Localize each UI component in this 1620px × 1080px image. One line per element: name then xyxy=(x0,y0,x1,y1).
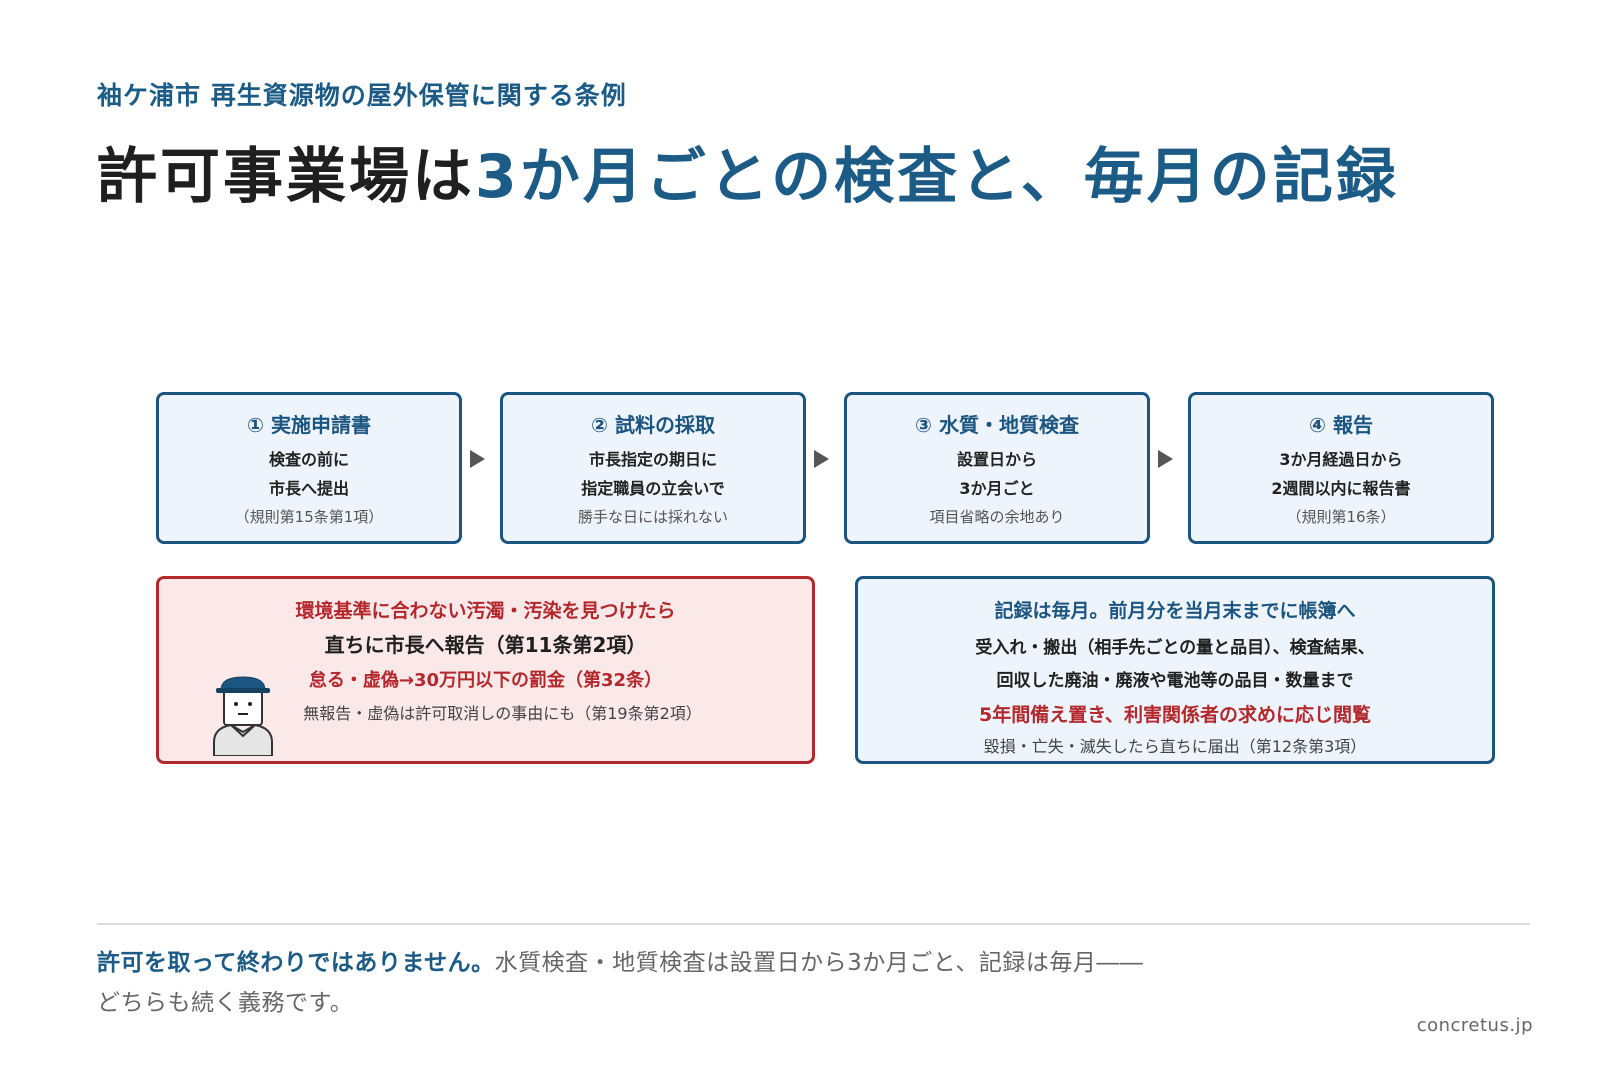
warning-action: 直ちに市長へ報告（第11条第2項） xyxy=(324,633,647,657)
step-line: 市長へ提出 xyxy=(268,479,349,498)
record-line: 回収した廃油・廃液や電池等の品目・数量まで xyxy=(996,671,1354,691)
step-line: 市長指定の期日に xyxy=(588,450,717,469)
arrow-right-icon xyxy=(1158,450,1173,468)
step-line: 3か月ごと xyxy=(959,479,1035,498)
title-accent: 3か月ごとの検査と、毎月の記録 xyxy=(475,142,1399,212)
step-line: 3か月経過日から xyxy=(1279,450,1403,469)
step-card-4: ④ 報告 3か月経過日から 2週間以内に報告書 （規則第16条） xyxy=(1188,392,1494,544)
footer-text: どちらも続く義務です。 xyxy=(97,990,354,1016)
step-card-3: ③ 水質・地質検査 設置日から 3か月ごと 項目省略の余地あり xyxy=(844,392,1150,544)
page-title: 許可事業場は3か月ごとの検査と、毎月の記録 xyxy=(97,128,1399,215)
warning-heading: 環境基準に合わない汚濁・汚染を見つけたら xyxy=(295,600,676,622)
step-note: 勝手な日には採れない xyxy=(577,508,728,526)
record-heading: 記録は毎月。前月分を当月末までに帳簿へ xyxy=(994,600,1356,622)
step-title: ① 実施申請書 xyxy=(247,413,371,437)
kicker: 袖ケ浦市 再生資源物の屋外保管に関する条例 xyxy=(97,81,627,110)
step-card-1: ① 実施申請書 検査の前に 市長へ提出 （規則第15条第1項） xyxy=(156,392,462,544)
warning-box: 環境基準に合わない汚濁・汚染を見つけたら 直ちに市長へ報告（第11条第2項） 怠… xyxy=(156,576,815,764)
step-title: ③ 水質・地質検査 xyxy=(915,413,1079,437)
step-line: 設置日から xyxy=(956,450,1037,469)
step-note: （規則第16条） xyxy=(1286,508,1396,526)
step-card-2: ② 試料の採取 市長指定の期日に 指定職員の立会いで 勝手な日には採れない xyxy=(500,392,806,544)
step-note: 項目省略の余地あり xyxy=(929,508,1065,526)
footer-note: 許可を取って終わりではありません。水質検査・地質検査は設置日から3か月ごと、記録… xyxy=(97,943,1427,1023)
footer-lead: 許可を取って終わりではありません。 xyxy=(97,950,495,976)
arrow-right-icon xyxy=(814,450,829,468)
step-line: 2週間以内に報告書 xyxy=(1271,479,1411,498)
step-line: 検査の前に xyxy=(268,450,349,469)
record-line: 受入れ・搬出（相手先ごとの量と品目）、検査結果、 xyxy=(975,638,1375,658)
record-box: 記録は毎月。前月分を当月末までに帳簿へ 受入れ・搬出（相手先ごとの量と品目）、検… xyxy=(855,576,1495,764)
divider xyxy=(97,923,1530,925)
site-credit: concretus.jp xyxy=(1416,1015,1533,1036)
title-plain: 許可事業場は xyxy=(97,142,475,212)
step-title: ② 試料の採取 xyxy=(591,413,715,437)
record-note: 毀損・亡失・滅失したら直ちに届出（第12条第3項） xyxy=(983,737,1367,756)
step-line: 指定職員の立会いで xyxy=(581,479,725,498)
record-emphasis: 5年間備え置き、利害関係者の求めに応じ閲覧 xyxy=(979,704,1371,726)
step-note: （規則第15条第1項） xyxy=(234,508,384,526)
official-person-icon xyxy=(213,676,273,756)
warning-note: 無報告・虚偽は許可取消しの事由にも（第19条第2項） xyxy=(303,704,702,723)
arrow-right-icon xyxy=(470,450,485,468)
warning-penalty: 怠る・虚偽→30万円以下の罰金（第32条） xyxy=(308,670,663,691)
footer-text: 水質検査・地質検査は設置日から3か月ごと、記録は毎月―― xyxy=(494,950,1144,976)
step-title: ④ 報告 xyxy=(1309,413,1373,437)
